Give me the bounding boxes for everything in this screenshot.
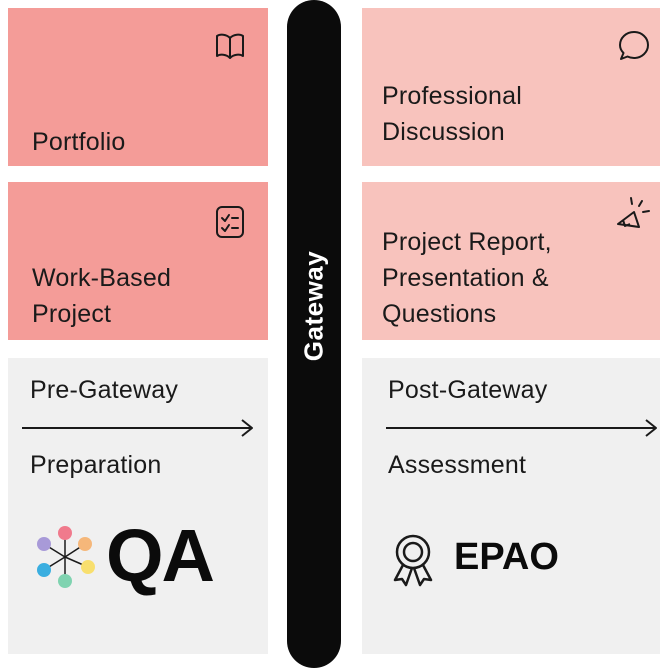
post-gateway-subtitle: Assessment <box>388 451 527 479</box>
project-report-label-line3: Questions <box>382 300 497 328</box>
checklist-icon <box>216 206 244 238</box>
work-based-project-card: Work-Based Project <box>8 182 268 340</box>
professional-discussion-card: Professional Discussion <box>362 8 660 166</box>
speech-bubble-icon <box>619 31 649 60</box>
project-report-label-line2: Presentation & <box>382 264 549 292</box>
post-gateway-title: Post-Gateway <box>388 376 548 404</box>
portfolio-card: Portfolio <box>8 8 268 166</box>
gateway-bar <box>287 0 341 668</box>
award-ribbon-icon <box>393 534 433 587</box>
qa-logo-mark <box>37 526 95 588</box>
epao-logo-text: EPAO <box>454 536 559 578</box>
project-report-label-line1: Project Report, <box>382 228 552 256</box>
book-icon <box>216 33 244 59</box>
professional-discussion-label-line2: Discussion <box>382 118 505 146</box>
professional-discussion-label-line1: Professional <box>382 82 522 110</box>
qa-logo-text: QA <box>106 514 215 597</box>
portfolio-label: Portfolio <box>32 128 126 156</box>
megaphone-icon <box>617 197 650 228</box>
pre-gateway-arrow <box>22 419 253 437</box>
work-based-project-label-line1: Work-Based <box>32 264 172 292</box>
work-based-project-label-line2: Project <box>32 300 112 328</box>
pre-gateway-title: Pre-Gateway <box>30 376 179 404</box>
pre-gateway-panel: Pre-Gateway Preparation QA <box>8 358 268 654</box>
post-gateway-panel: Post-Gateway Assessment EPAO <box>362 358 660 654</box>
post-gateway-arrow <box>386 419 657 437</box>
project-report-card: Project Report, Presentation & Questions <box>362 182 660 340</box>
gateway-label: Gateway <box>298 250 329 362</box>
pre-gateway-subtitle: Preparation <box>30 451 162 479</box>
